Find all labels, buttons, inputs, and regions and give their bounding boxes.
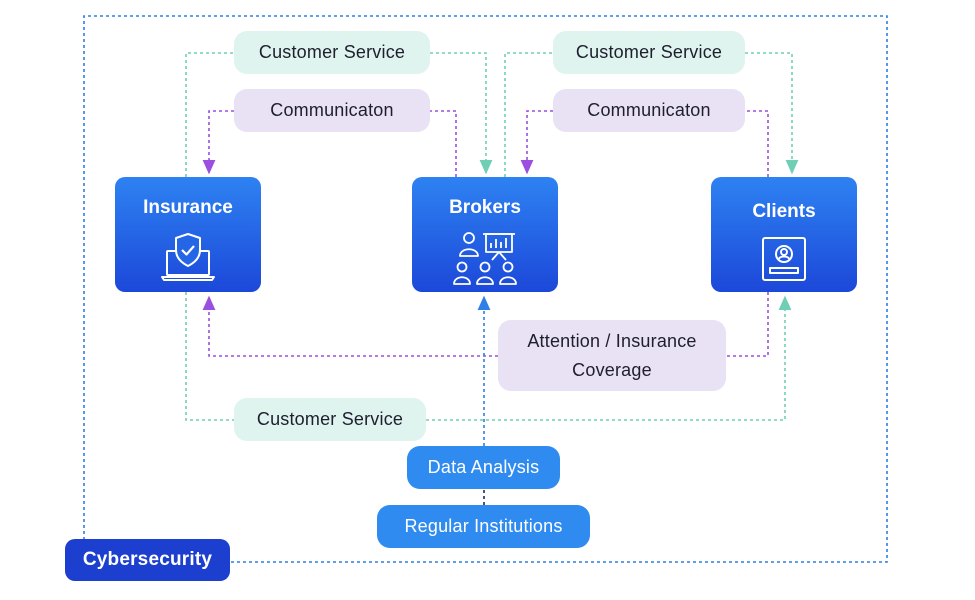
communication-label-right: Communicaton — [553, 89, 745, 132]
id-card-icon — [760, 235, 808, 288]
data-analysis-box[interactable]: Data Analysis — [407, 446, 560, 489]
clients-node[interactable]: Clients — [711, 177, 857, 292]
communication-label-left: Communicaton — [234, 89, 430, 132]
cs-brokers-clients-line — [504, 52, 792, 177]
cybersecurity-box[interactable]: Cybersecurity — [65, 539, 230, 581]
insurance-node[interactable]: Insurance — [115, 177, 261, 292]
comm-clients-brokers-line — [527, 110, 769, 177]
brokers-node[interactable]: Brokers — [412, 177, 558, 292]
cs-insurance-clients-line — [185, 292, 785, 421]
attention-coverage-label: Attention / Insurance Coverage — [498, 320, 726, 391]
presentation-team-icon — [450, 231, 520, 292]
clients-title: Clients — [752, 201, 816, 222]
comm-brokers-insurance-line — [209, 110, 457, 177]
insurance-title: Insurance — [143, 197, 233, 218]
cs-insurance-brokers-line — [185, 52, 486, 177]
regular-institutions-box[interactable]: Regular Institutions — [377, 505, 590, 548]
attention-clients-insurance-line — [209, 292, 769, 357]
customer-service-label-top-right: Customer Service — [553, 31, 745, 74]
brokers-title: Brokers — [449, 197, 521, 218]
shield-laptop-icon — [160, 231, 216, 288]
customer-service-label-top-left: Customer Service — [234, 31, 430, 74]
customer-service-label-bottom: Customer Service — [234, 398, 426, 441]
cybersecurity-frame-line — [83, 15, 888, 563]
